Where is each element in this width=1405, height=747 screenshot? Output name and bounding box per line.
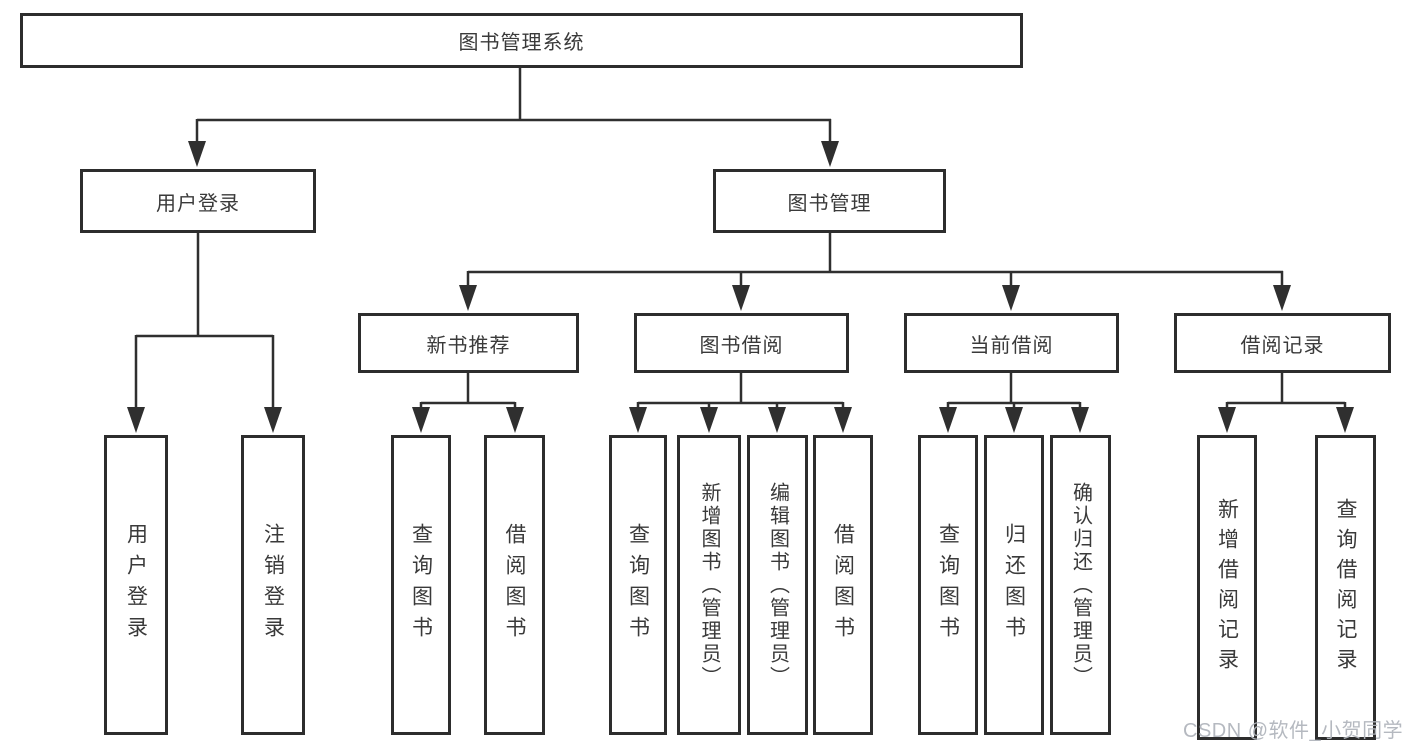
node-root-system: 图书管理系统 xyxy=(20,13,1023,68)
leaf-user-login-label: 用户登录 xyxy=(124,523,148,647)
node-book-management-branch: 图书管理 xyxy=(713,169,946,233)
leaf-query-books-borrow-label: 查询图书 xyxy=(626,523,650,647)
leaf-query-borrow-record: 查询借阅记录 xyxy=(1315,435,1376,740)
leaf-query-books-current: 查询图书 xyxy=(918,435,978,735)
node-current-borrow: 当前借阅 xyxy=(904,313,1119,373)
leaf-return-books-label: 归还图书 xyxy=(1002,523,1026,647)
leaf-edit-books-admin: 编辑图书（管理员） xyxy=(747,435,808,735)
leaf-user-login: 用户登录 xyxy=(104,435,168,735)
csdn-watermark: CSDN @软件_小贺同学 xyxy=(1183,720,1404,742)
leaf-add-borrow-record-label: 新增借阅记录 xyxy=(1215,497,1239,678)
leaf-return-books: 归还图书 xyxy=(984,435,1044,735)
leaf-logout-label: 注销登录 xyxy=(261,523,285,647)
node-user-login-branch: 用户登录 xyxy=(80,169,316,233)
leaf-query-books-recommend-label: 查询图书 xyxy=(409,523,433,647)
node-borrow-records: 借阅记录 xyxy=(1174,313,1391,373)
node-book-borrow: 图书借阅 xyxy=(634,313,849,373)
leaf-logout: 注销登录 xyxy=(241,435,305,735)
leaf-confirm-return-admin-label: 确认归还（管理员） xyxy=(1069,481,1092,689)
leaf-query-books-current-label: 查询图书 xyxy=(936,523,960,647)
leaf-borrow-books-label: 借阅图书 xyxy=(831,523,855,647)
leaf-add-borrow-record: 新增借阅记录 xyxy=(1197,435,1257,740)
leaf-borrow-books: 借阅图书 xyxy=(813,435,873,735)
leaf-add-books-admin-label: 新增图书（管理员） xyxy=(698,481,720,689)
leaf-query-books-borrow: 查询图书 xyxy=(609,435,667,735)
leaf-query-borrow-record-label: 查询借阅记录 xyxy=(1334,497,1357,678)
node-new-book-recommend: 新书推荐 xyxy=(358,313,579,373)
leaf-borrow-books-recommend-label: 借阅图书 xyxy=(503,523,526,647)
leaf-borrow-books-recommend: 借阅图书 xyxy=(484,435,545,735)
leaf-confirm-return-admin: 确认归还（管理员） xyxy=(1050,435,1111,735)
leaf-add-books-admin: 新增图书（管理员） xyxy=(677,435,741,735)
leaf-query-books-recommend: 查询图书 xyxy=(391,435,451,735)
leaf-edit-books-admin-label: 编辑图书（管理员） xyxy=(766,481,789,689)
